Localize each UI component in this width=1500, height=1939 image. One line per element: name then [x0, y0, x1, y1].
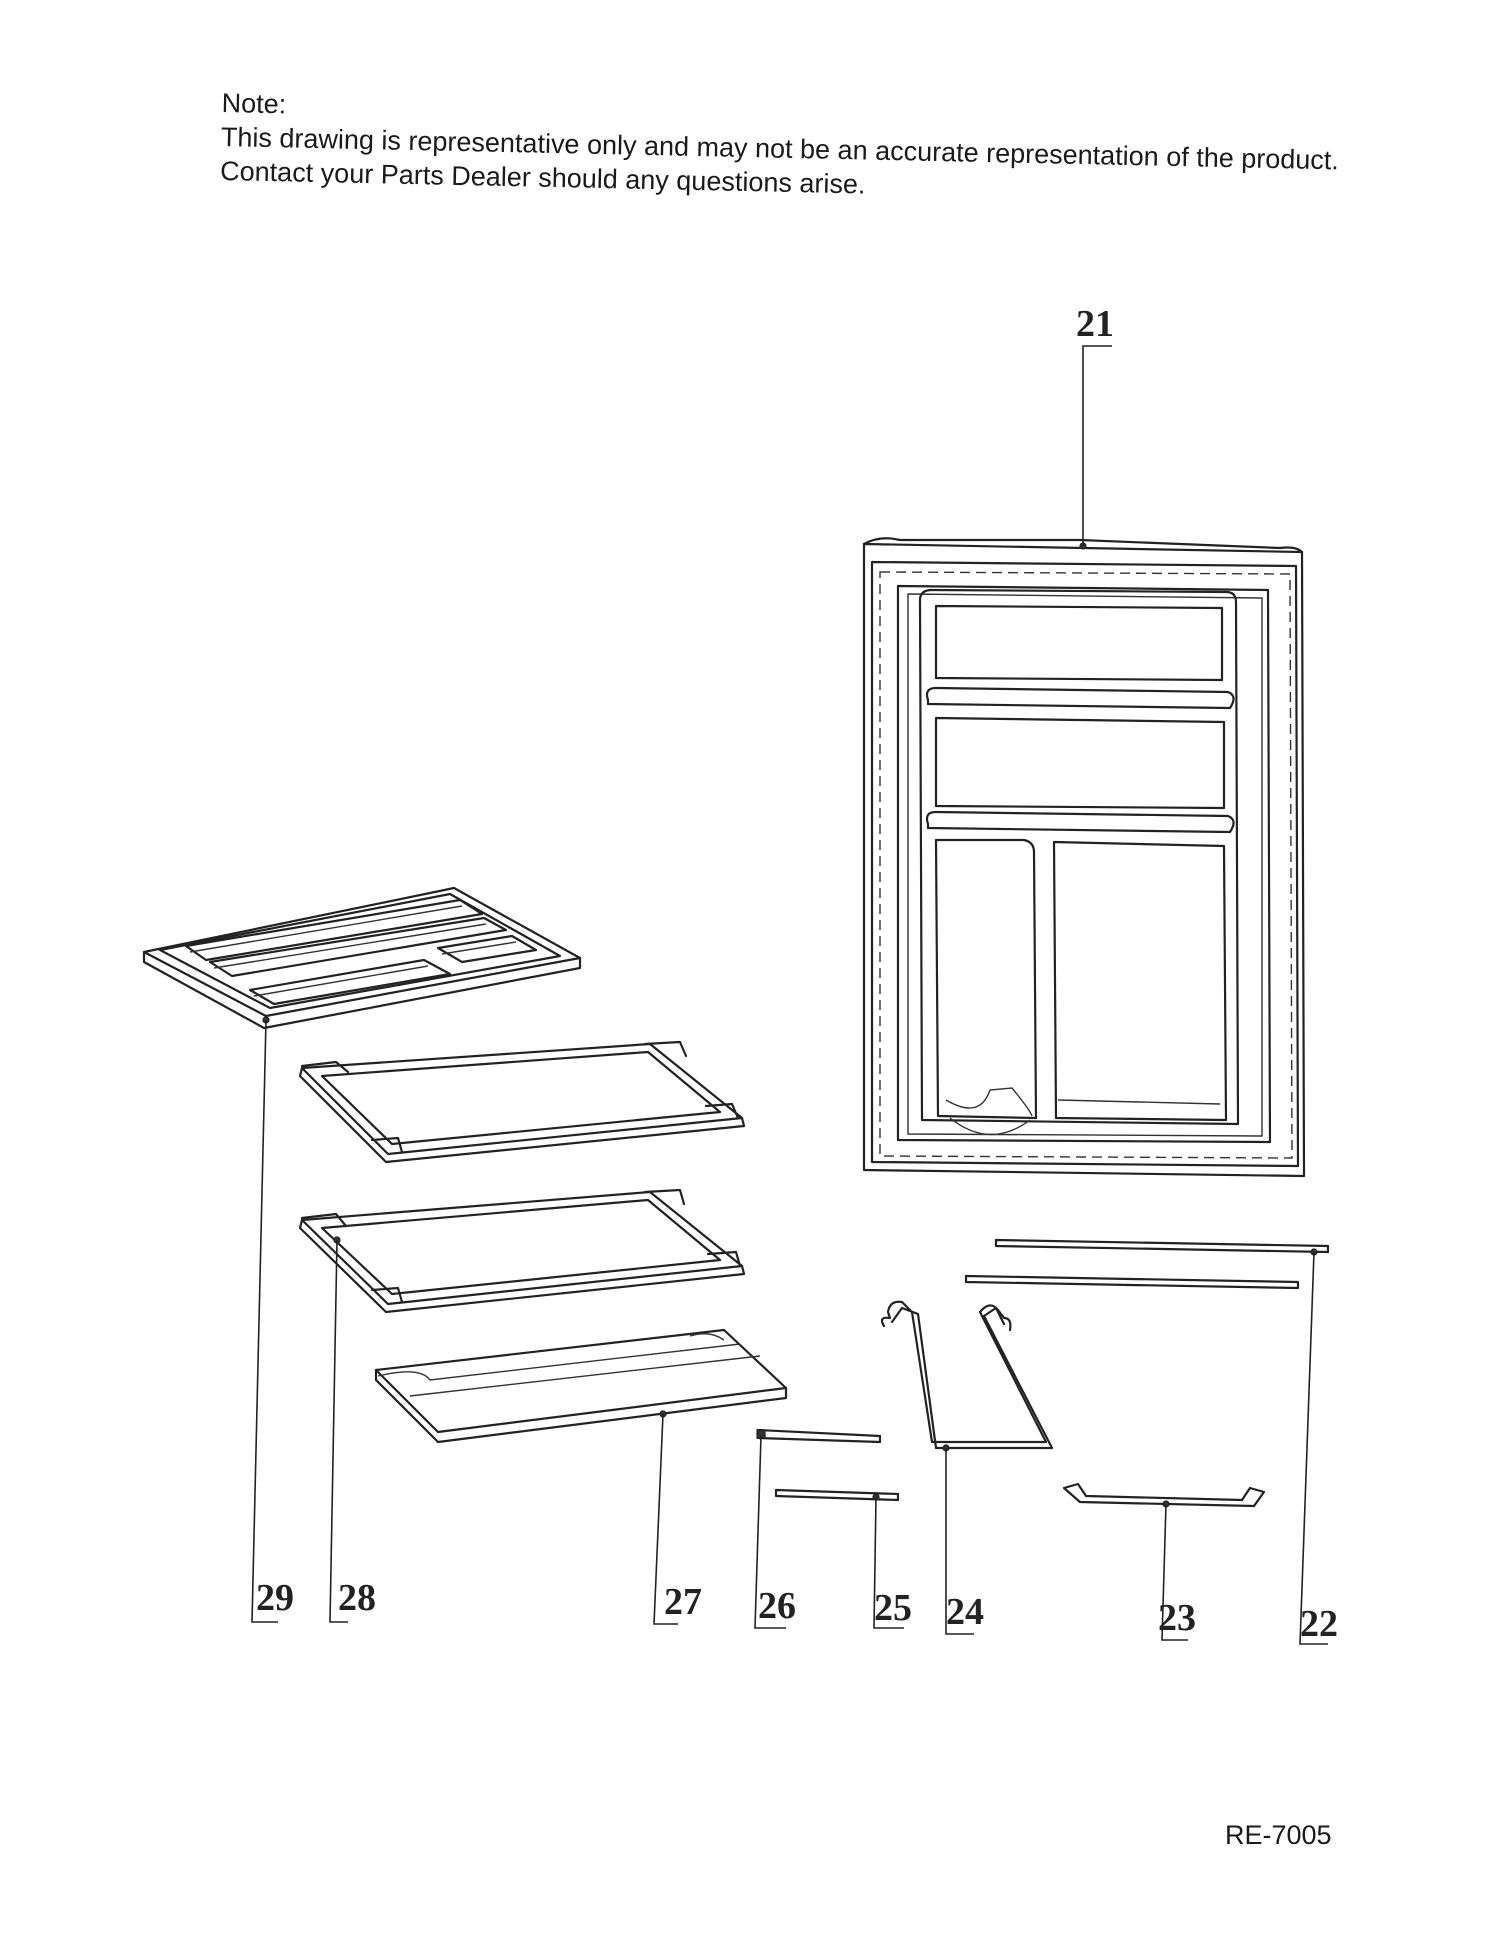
part-22-strips	[964, 1238, 1330, 1290]
upper-glass-shelf	[298, 1040, 746, 1164]
callout-29: 29	[256, 1577, 294, 1619]
part-25-rod	[774, 1488, 900, 1502]
callout-labels: 21 22 23 24 25 26 27 28 29	[256, 303, 1338, 1645]
callout-25: 25	[874, 1587, 912, 1629]
part-23-bracket	[1062, 1482, 1266, 1508]
part-21-door-liner	[862, 537, 1306, 1178]
part-28-glass-shelf	[298, 1188, 746, 1314]
callout-21: 21	[1076, 303, 1114, 345]
callout-22: 22	[1300, 1603, 1338, 1645]
part-29-drip-tray	[142, 886, 582, 1030]
callout-26: 26	[758, 1585, 796, 1627]
part-26-bracket	[756, 1428, 882, 1444]
part-27-crisper-cover	[374, 1328, 788, 1444]
callout-27: 27	[664, 1581, 702, 1623]
callout-23: 23	[1158, 1597, 1196, 1639]
leader-lines	[251, 345, 1328, 1645]
callout-28: 28	[338, 1577, 376, 1619]
document-id: RE-7005	[1225, 1820, 1332, 1850]
part-24-wire-hanger	[880, 1300, 1054, 1452]
callout-24: 24	[946, 1591, 984, 1633]
